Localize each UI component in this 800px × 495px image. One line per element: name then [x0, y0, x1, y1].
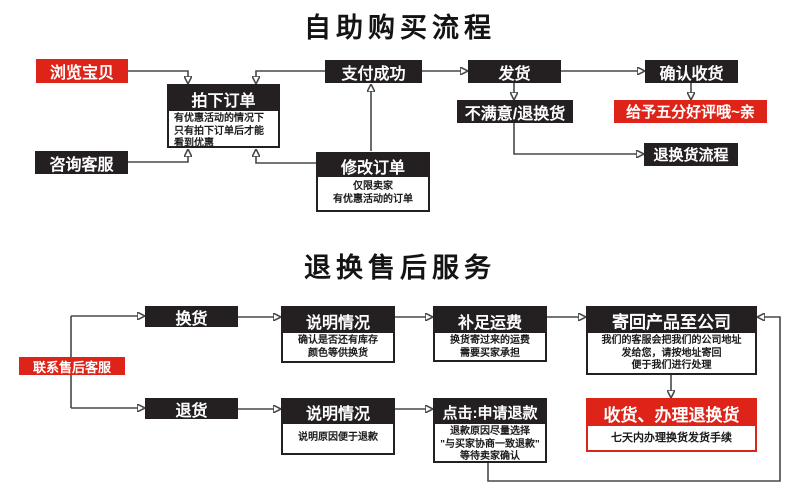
- node-receive-and-process-title: 收货、办理退换货: [588, 400, 755, 426]
- note-line: "与买家协商一致退款": [440, 438, 540, 450]
- node-modify-order-title: 修改订单: [318, 154, 428, 177]
- note-line: 换货寄过来的运费: [450, 335, 530, 346]
- note-line: 仅限卖家: [353, 181, 393, 192]
- node-place-order-title: 拍下订单: [169, 86, 278, 111]
- note-line: 我们的客服会把我们的公司地址: [601, 335, 742, 346]
- node-send-back-product: 寄回产品至公司 我们的客服会把我们的公司地址 发给您，请按地址寄回 便于我们进行…: [586, 306, 757, 375]
- note-line: 等待卖家确认: [460, 451, 520, 462]
- note-line: 发给您，请按地址寄回: [621, 347, 722, 359]
- node-pay-freight-note: 换货寄过来的运费 需要买家承担: [435, 333, 545, 362]
- node-apply-refund-title: 点击:申请退款: [435, 400, 545, 424]
- node-modify-order-note: 仅限卖家 有优惠活动的订单: [318, 177, 428, 210]
- node-apply-refund-note: 退款原因尽量选择 "与买家协商一致退款" 等待卖家确认: [435, 424, 545, 466]
- node-return-goods: 退货: [145, 398, 238, 420]
- section2-title: 退换售后服务: [304, 253, 496, 283]
- arrow-browse-to-place-order: [128, 70, 188, 77]
- note-line: 只有拍下订单后才能: [174, 125, 264, 137]
- node-explain-exchange: 说明情况 确认是否还有库存 颜色等供换货: [281, 306, 395, 363]
- node-consult-service: 咨询客服: [35, 151, 128, 174]
- arrow-modify-to-place-order: [256, 156, 316, 164]
- arrow-consult-to-place-order: [128, 156, 188, 163]
- node-place-order-note: 有优惠活动的情况下 只有拍下订单后才能 看到优惠: [169, 111, 278, 153]
- note-line: 退款原因尽量选择: [450, 426, 530, 437]
- node-contact-after-sales: 联系售后客服: [19, 357, 125, 375]
- arrow-unsatisfied-to-return-flow: [513, 123, 637, 154]
- node-confirm-receipt: 确认收货: [645, 60, 738, 83]
- note-line: 说明原因便于退款: [298, 432, 378, 444]
- node-return-exchange-flow: 退换货流程: [644, 143, 738, 166]
- node-browse-items: 浏览宝贝: [36, 59, 128, 83]
- node-five-star-review: 给予五分好评哦~亲: [614, 100, 767, 123]
- note-line: 有优惠活动的订单: [333, 193, 413, 205]
- node-apply-refund: 点击:申请退款 退款原因尽量选择 "与买家协商一致退款" 等待卖家确认: [433, 398, 547, 463]
- node-ship: 发货: [468, 60, 561, 83]
- node-receive-and-process-note: 七天内办理换货发货手续: [588, 426, 755, 450]
- node-send-back-product-note: 我们的客服会把我们的公司地址 发给您，请按地址寄回 便于我们进行处理: [588, 333, 755, 375]
- note-line: 看到优惠: [174, 138, 214, 149]
- node-explain-exchange-title: 说明情况: [283, 308, 393, 333]
- node-send-back-product-title: 寄回产品至公司: [588, 308, 755, 333]
- node-exchange-goods: 换货: [145, 306, 238, 328]
- arrow-apply-refund-to-send-back-loop: [487, 317, 781, 482]
- node-unsatisfied-return: 不满意/退换货: [457, 100, 573, 123]
- note-line: 需要买家承担: [460, 347, 520, 359]
- node-explain-refund-title: 说明情况: [283, 400, 393, 424]
- node-modify-order: 修改订单 仅限卖家 有优惠活动的订单: [316, 152, 430, 212]
- arrow-pay-to-place-order: [256, 70, 325, 77]
- node-receive-and-process: 收货、办理退换货 七天内办理换货发货手续: [586, 398, 757, 452]
- note-line: 七天内办理换货发货手续: [611, 431, 732, 444]
- node-pay-success: 支付成功: [325, 60, 422, 83]
- note-line: 确认是否还有库存: [298, 335, 378, 346]
- node-explain-exchange-note: 确认是否还有库存 颜色等供换货: [283, 333, 393, 362]
- node-pay-freight-title: 补足运费: [435, 308, 545, 333]
- section1-title: 自助购买流程: [304, 13, 496, 43]
- node-explain-refund-note: 说明原因便于退款: [283, 424, 393, 453]
- note-line: 颜色等供换货: [308, 347, 368, 359]
- note-line: 有优惠活动的情况下: [174, 113, 264, 124]
- node-explain-refund: 说明情况 说明原因便于退款: [281, 398, 395, 455]
- node-place-order: 拍下订单 有优惠活动的情况下 只有拍下订单后才能 看到优惠: [167, 84, 280, 149]
- node-pay-freight: 补足运费 换货寄过来的运费 需要买家承担: [433, 306, 547, 362]
- note-line: 便于我们进行处理: [631, 360, 712, 371]
